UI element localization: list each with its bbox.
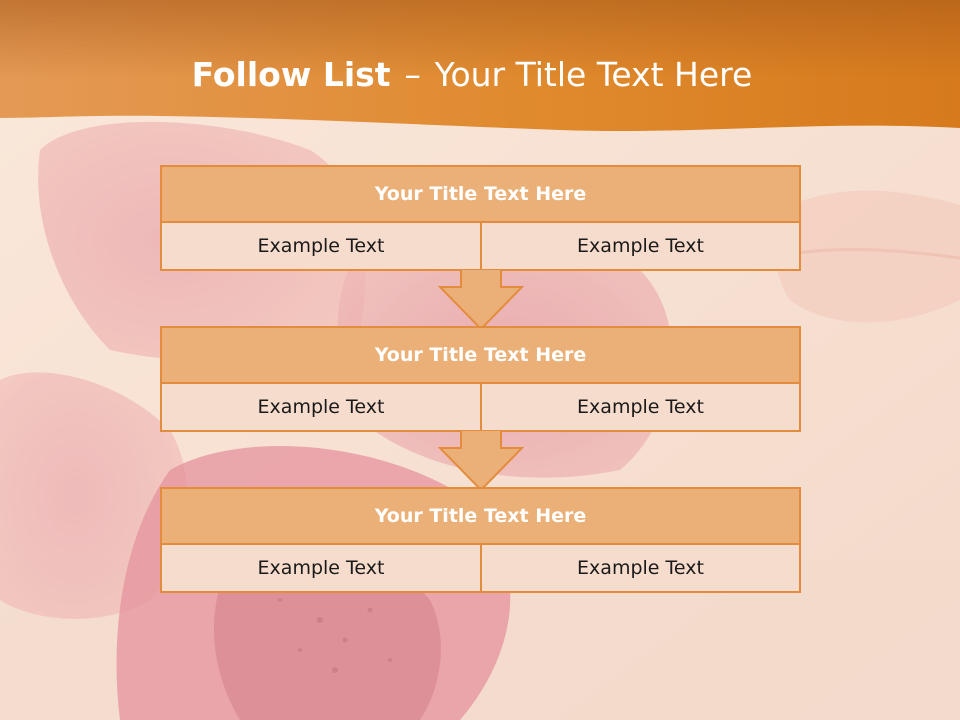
block-3-left-text: Example Text: [162, 545, 482, 591]
title-regular-part: Your Title Text Here: [434, 55, 753, 94]
block-1-title: Your Title Text Here: [162, 167, 799, 223]
title-dash: –: [404, 55, 421, 94]
title-bold-part: Follow List: [191, 55, 391, 94]
down-arrow-icon: [438, 269, 524, 331]
block-2-title: Your Title Text Here: [162, 328, 799, 384]
list-block-1: Your Title Text Here Example Text Exampl…: [160, 165, 801, 271]
slide-title: Follow List – Your Title Text Here: [0, 52, 944, 98]
block-3-title: Your Title Text Here: [162, 489, 799, 545]
list-block-2: Your Title Text Here Example Text Exampl…: [160, 326, 801, 432]
list-block-3: Your Title Text Here Example Text Exampl…: [160, 487, 801, 593]
block-3-right-text: Example Text: [482, 545, 799, 591]
block-1-left-text: Example Text: [162, 223, 482, 269]
block-2-left-text: Example Text: [162, 384, 482, 430]
down-arrow-icon: [438, 430, 524, 492]
block-2-right-text: Example Text: [482, 384, 799, 430]
block-1-right-text: Example Text: [482, 223, 799, 269]
